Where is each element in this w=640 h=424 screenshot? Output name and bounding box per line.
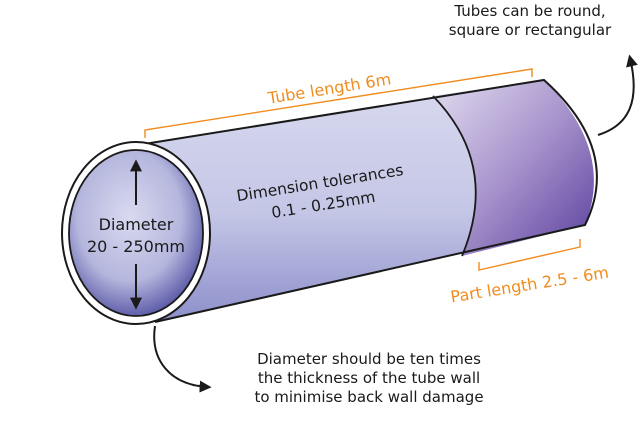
shape-callout-arrow (597, 54, 638, 136)
wall-callout-arrow (153, 325, 212, 393)
shape-note-line: Tubes can be round, (454, 2, 606, 20)
shape-note-line: square or rectangular (448, 21, 612, 39)
wall-note-line: Diameter should be ten times (257, 350, 481, 368)
wall-note-line: to minimise back wall damage (254, 388, 484, 406)
diameter-title: Diameter (99, 215, 174, 234)
shape-note: Tubes can be round, square or rectangula… (425, 2, 635, 40)
part-length-label: Part length 2.5 - 6m (449, 263, 610, 307)
tube-outline (137, 78, 598, 323)
part-length-dimension (478, 239, 581, 271)
diameter-range: 20 - 250mm (87, 237, 185, 256)
wall-note-line: the thickness of the tube wall (257, 369, 481, 387)
tube-length-dimension (144, 68, 533, 138)
part-boundary (432, 95, 477, 257)
tube-face-inner (68, 149, 204, 317)
tube-length-label: Tube length 6m (266, 69, 393, 107)
wall-note: Diameter should be ten times the thickne… (204, 350, 534, 407)
part-section (433, 80, 594, 256)
